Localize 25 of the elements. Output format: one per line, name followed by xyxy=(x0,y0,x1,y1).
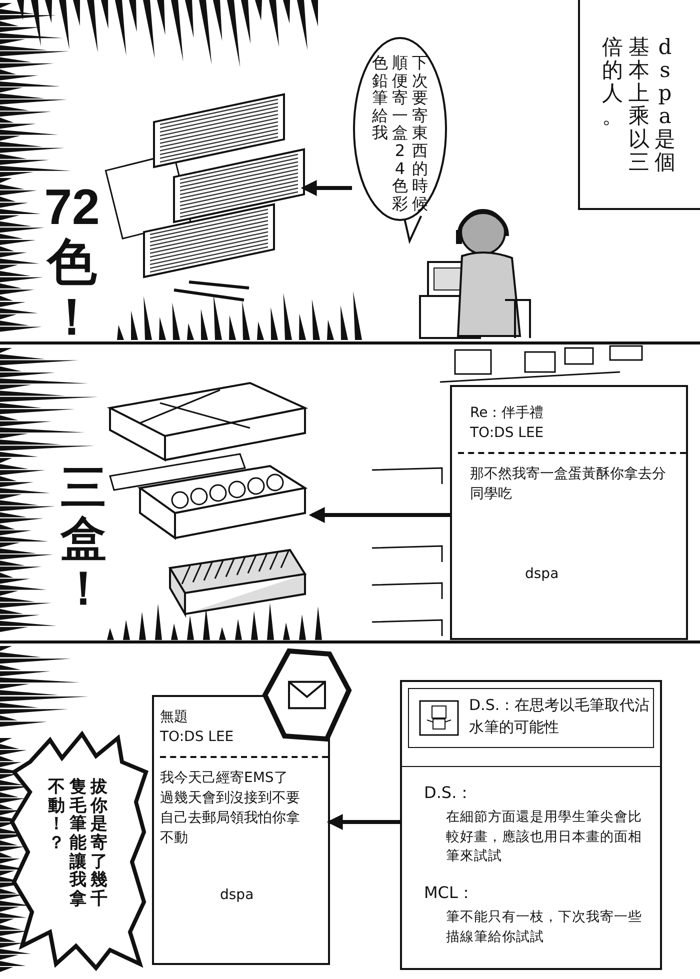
email-window xyxy=(450,385,688,640)
arrow xyxy=(300,180,352,196)
blog-window xyxy=(400,680,662,970)
email-body: 我今天己經寄EMS了過幾天會到沒接到不要自己去郵局領我怕你拿不動 xyxy=(160,768,300,848)
exclamation-text: 三盒！ xyxy=(59,462,108,616)
email-body: 那不然我寄一盒蛋黃酥你拿去分同學吃 xyxy=(470,464,667,504)
arrow xyxy=(308,507,450,523)
comment-text: 在細節方面還是用學生筆尖會比較好畫，應該也用日本畫的面相筆來試試 xyxy=(445,808,643,866)
email-subject: Re：伴手禮 xyxy=(470,404,545,423)
email-signature: dspa xyxy=(524,565,559,584)
narration-text: dspa是個基本上乘以三倍的人。 xyxy=(602,36,676,176)
pencil-boxes-drawing xyxy=(104,92,304,302)
post-title: D.S.：在思考以毛筆取代沾水筆的可能性 xyxy=(469,695,651,738)
email-signature: dspa xyxy=(219,886,254,905)
shout-text: 拔你是寄了幾千隻毛筆能讓我拿不動！？ xyxy=(48,778,108,911)
commenter-name: MCL： xyxy=(423,882,475,904)
narration-box xyxy=(578,0,700,210)
email-window xyxy=(152,695,330,965)
envelope-hexagon-icon xyxy=(262,648,352,742)
exclamation-text: 72色！ xyxy=(43,180,101,347)
commenter-name: D.S.： xyxy=(423,782,474,804)
email-subject: 無題 xyxy=(160,708,189,727)
arrow xyxy=(326,814,400,830)
comment-text: 筆不能只有一枝，下次我寄一些描線筆給你試試 xyxy=(445,908,643,947)
email-recipient: TO:DS LEE xyxy=(458,423,686,454)
